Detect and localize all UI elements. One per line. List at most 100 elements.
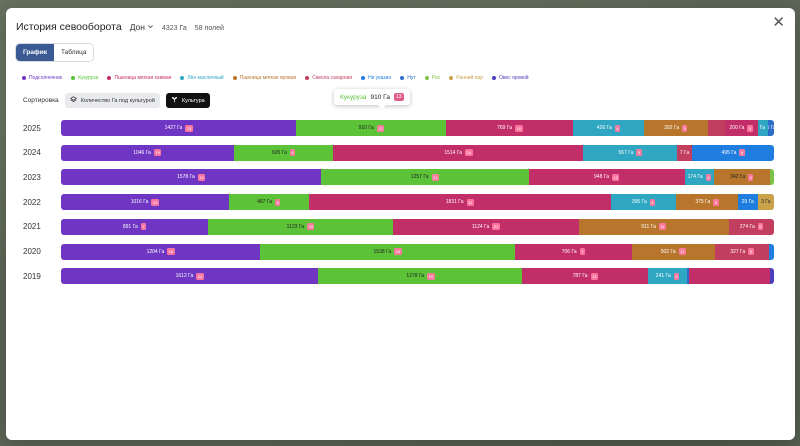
legend-item[interactable]: Рис: [424, 75, 440, 81]
sort-row: Сортировка Количество Га под культурой К…: [23, 93, 210, 108]
legend-label: Лён масличный: [187, 75, 224, 81]
sort-by-crop-label: Культура: [181, 97, 205, 104]
legend-item[interactable]: Подсолнечник: [22, 75, 62, 81]
bar-segment[interactable]: 7 Га: [676, 144, 693, 161]
sort-by-crop-button[interactable]: Культура: [165, 93, 210, 108]
legend-label: Пшеница мягкая яровая: [239, 75, 297, 81]
legend-dot: [180, 76, 185, 80]
legend-item[interactable]: Ранний пар: [449, 75, 483, 81]
legend-dot: [491, 76, 496, 80]
segment-field-badge: 3: [705, 173, 711, 181]
sort-by-area-button[interactable]: Количество Га под культурой: [64, 93, 160, 108]
year-label: 2019: [23, 271, 41, 281]
segment-value-label: 1278 Га: [406, 273, 425, 280]
bar-segment[interactable]: [688, 268, 770, 285]
legend-dot: [232, 76, 237, 80]
segment-value-label: 392 Га: [664, 125, 680, 131]
segment-field-badge: 5: [682, 124, 688, 132]
bar-segment[interactable]: [769, 268, 774, 285]
legend-dot: [22, 76, 26, 80]
region-dropdown[interactable]: Дон: [130, 22, 154, 32]
bar-segment[interactable]: [770, 169, 774, 186]
bar-tooltip: Кукуруза 910 Га 13: [334, 89, 410, 109]
segment-field-badge: 4: [614, 124, 620, 132]
segment-value-label: 502 Га: [660, 248, 676, 255]
year-label: 2025: [23, 123, 41, 133]
segment-field-badge: 7: [140, 223, 147, 231]
legend-item[interactable]: Пшеница мягкая яровая: [232, 75, 297, 81]
segment-field-badge: 4: [748, 173, 754, 181]
bar-segment[interactable]: [708, 120, 725, 136]
legend-dot: [449, 76, 454, 80]
segment-value-label: 1204 Га: [146, 248, 165, 255]
legend-item[interactable]: Пшеница мягкая озимая: [107, 75, 171, 81]
bar-segment[interactable]: 3 Га: [757, 194, 774, 211]
close-icon[interactable]: ✕: [772, 14, 785, 31]
bar-segment[interactable]: 29 Га: [737, 194, 758, 211]
bar-segment[interactable]: [686, 268, 689, 285]
legend-item[interactable]: Свекла сахарная: [305, 75, 352, 81]
sort-label: Сортировка: [23, 97, 59, 104]
tab-table[interactable]: Таблица: [53, 44, 94, 61]
segment-field-badge: 10: [515, 124, 523, 132]
segment-value-label: 5 Га: [768, 125, 774, 131]
legend-item[interactable]: Кукуруза: [71, 75, 98, 81]
segment-field-badge: 6: [739, 149, 745, 157]
bar-segment[interactable]: 5 Га: [768, 120, 774, 136]
legend-item[interactable]: Овес яровой: [491, 75, 529, 81]
modal-header: История севооборота Дон 4323 Га 58 полей: [16, 21, 224, 33]
bar-segment[interactable]: [768, 243, 774, 260]
legend-dot: [424, 76, 429, 80]
tab-chart[interactable]: График: [16, 44, 54, 61]
segment-value-label: 706 Га: [561, 248, 577, 255]
legend-item[interactable]: Нут: [400, 75, 416, 81]
segment-field-badge: 21: [431, 173, 439, 181]
segment-value-label: 3 Га: [761, 199, 771, 206]
bar-segment[interactable]: 18 Га4: [757, 120, 769, 136]
legend-item[interactable]: Не указан: [361, 75, 391, 81]
legend-item[interactable]: Лён масличный: [180, 75, 224, 81]
legend-dot: [400, 76, 405, 80]
segment-field-badge: 13: [376, 124, 385, 132]
